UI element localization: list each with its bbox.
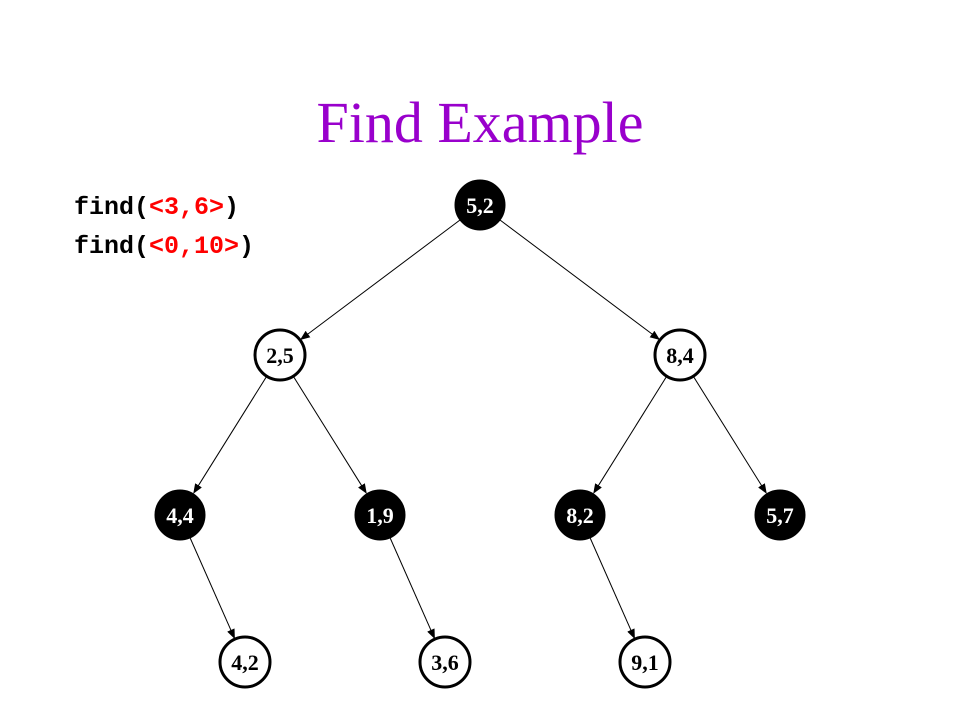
tree-node-label: 4,2 xyxy=(231,650,259,675)
slide-title: Find Example xyxy=(316,90,644,155)
tree-nodes: 5,2 2,5 8,4 4,4 1,9 8,2 5,7 4,2 3,6 9,1 xyxy=(154,179,806,689)
tree-node-circle xyxy=(418,635,472,689)
tree-node-circle xyxy=(218,635,272,689)
find-call-line-1: find(<3,6>) xyxy=(74,193,239,223)
tree-node-label: 2,5 xyxy=(266,343,294,368)
tree-node-4-2: 4,2 xyxy=(218,635,272,689)
tree-edge-n19-n36 xyxy=(389,537,435,640)
tree-node-label: 9,1 xyxy=(631,650,659,675)
tree-edge-n84-n82 xyxy=(593,375,668,494)
find-call-suffix: ) xyxy=(239,232,255,261)
tree-node-circle xyxy=(653,328,707,382)
find-call-prefix: find( xyxy=(74,193,150,222)
find-call-prefix: find( xyxy=(74,232,150,261)
tree-node-circle xyxy=(154,489,206,541)
find-call-argument: <0,10> xyxy=(149,232,240,261)
tree-node-label: 4,4 xyxy=(166,503,194,528)
tree-edges xyxy=(189,219,767,640)
tree-node-circle xyxy=(454,179,506,231)
tree-edge-n52-n25 xyxy=(299,219,461,340)
tree-node-2-5: 2,5 xyxy=(253,328,307,382)
tree-node-1-9: 1,9 xyxy=(354,489,406,541)
tree-node-label: 5,2 xyxy=(466,193,494,218)
tree-node-4-4: 4,4 xyxy=(154,489,206,541)
tree-node-circle xyxy=(554,489,606,541)
tree-node-circle xyxy=(618,635,672,689)
tree-edge-n25-n19 xyxy=(292,375,367,494)
tree-node-9-1: 9,1 xyxy=(618,635,672,689)
tree-node-label: 5,7 xyxy=(766,503,794,528)
tree-node-3-6: 3,6 xyxy=(418,635,472,689)
tree-node-circle xyxy=(754,489,806,541)
tree-node-label: 8,2 xyxy=(566,503,594,528)
find-call-argument: <3,6> xyxy=(149,193,225,222)
tree-edge-n44-n42 xyxy=(189,537,235,640)
tree-node-5-2: 5,2 xyxy=(454,179,506,231)
tree-edge-n84-n57 xyxy=(692,375,767,494)
tree-edge-n52-n84 xyxy=(499,219,661,340)
tree-node-label: 8,4 xyxy=(666,343,694,368)
tree-node-circle xyxy=(253,328,307,382)
tree-node-8-2: 8,2 xyxy=(554,489,606,541)
tree-edge-n25-n44 xyxy=(193,375,268,494)
tree-edge-n82-n91 xyxy=(589,537,635,640)
tree-node-label: 3,6 xyxy=(431,650,459,675)
tree-node-label: 1,9 xyxy=(366,503,394,528)
tree-node-8-4: 8,4 xyxy=(653,328,707,382)
find-call-line-2: find(<0,10>) xyxy=(74,232,254,262)
tree-node-circle xyxy=(354,489,406,541)
tree-node-5-7: 5,7 xyxy=(754,489,806,541)
find-call-suffix: ) xyxy=(224,193,240,222)
